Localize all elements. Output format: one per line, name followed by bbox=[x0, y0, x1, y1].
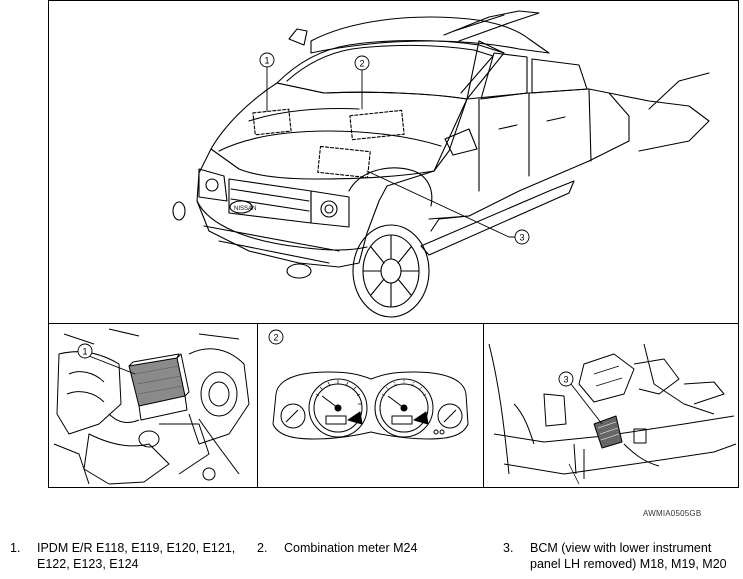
legend-number-2: 2. bbox=[257, 541, 268, 555]
vehicle-overview-panel: NISSAN bbox=[48, 0, 739, 324]
combination-meter-detail-panel: 2 bbox=[257, 323, 484, 488]
legend-number-1: 1. bbox=[10, 541, 21, 555]
legend-text-1: IPDM E/R E118, E119, E120, E121, E122, E… bbox=[37, 541, 236, 571]
combination-meter-illustration: 2 bbox=[268, 329, 469, 440]
legend-text-2: Combination meter M24 bbox=[284, 541, 418, 555]
vehicle-illustration: NISSAN bbox=[172, 10, 710, 318]
ipdm-er-detail-panel: 1 bbox=[48, 323, 258, 488]
engine-bay-illustration: 1 bbox=[53, 328, 250, 485]
legend-text-3: BCM (view with lower instrument panel LH… bbox=[530, 541, 727, 571]
figure-code: AWMIA0505GB bbox=[643, 509, 702, 518]
panel-2-callout: 2 bbox=[273, 333, 278, 343]
svg-text:NISSAN: NISSAN bbox=[234, 206, 256, 212]
panel-1-callout: 1 bbox=[82, 347, 87, 357]
bcm-detail-panel: 3 bbox=[483, 323, 739, 488]
legend-number-3: 3. bbox=[503, 541, 514, 555]
bcm-illustration: 3 bbox=[488, 343, 737, 485]
panel-3-callout: 3 bbox=[563, 375, 568, 385]
